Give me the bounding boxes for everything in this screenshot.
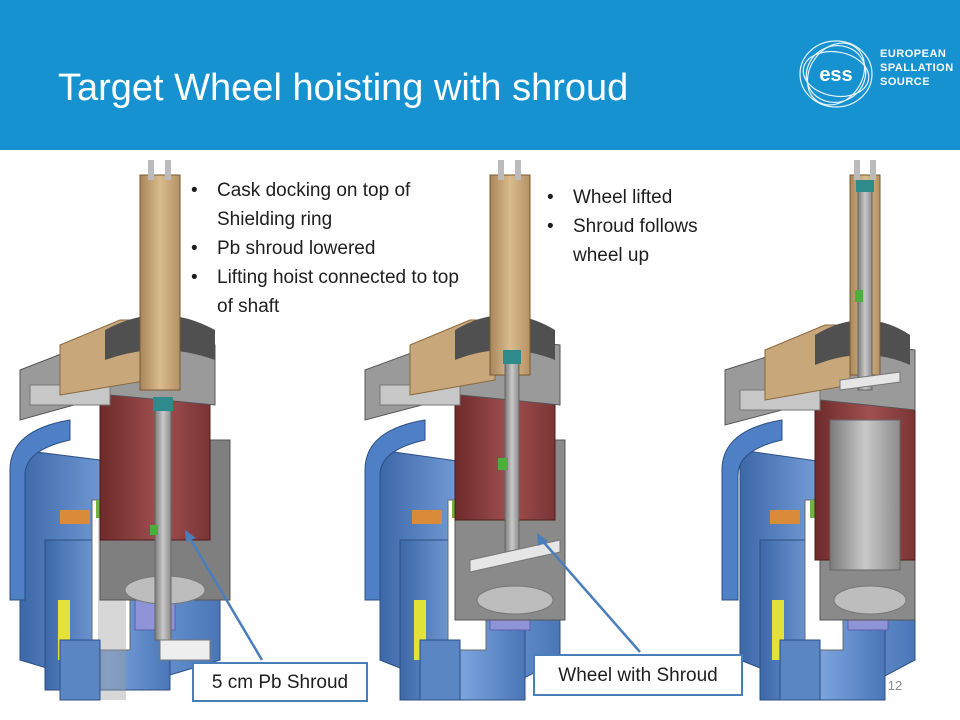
callout-arrowhead-1 [185, 530, 196, 542]
page-number: 12 [887, 678, 903, 693]
bullet-item: Cask docking on top of Shielding ring [190, 176, 460, 234]
logo-line: SPALLATION [880, 62, 954, 74]
ess-logo-mark-icon: ess [799, 40, 873, 108]
header-bar: Target Wheel hoisting with shroud ess EU… [0, 0, 960, 150]
callout-wheel-with-shroud: Wheel with Shroud [533, 654, 743, 696]
ess-logo-text: EUROPEAN SPALLATION SOURCE [880, 47, 954, 89]
panel-2-bullet-list: Wheel lifted Shroud follows wheel up [546, 183, 746, 270]
panel-2-assembly-illustration [364, 160, 566, 701]
logo-line: SOURCE [880, 76, 931, 88]
callout-arrow-2 [539, 537, 641, 653]
slide-title: Target Wheel hoisting with shroud [58, 67, 629, 109]
bullet-item: Shroud follows wheel up [546, 212, 746, 270]
logo-line: EUROPEAN [880, 48, 947, 60]
panel-1-bullet-list: Cask docking on top of Shielding ring Pb… [190, 176, 460, 321]
bullet-item: Wheel lifted [546, 183, 746, 212]
ess-logo: ess EUROPEAN SPALLATION SOURCE [796, 34, 953, 114]
bullet-item: Lifting hoist connected to top of shaft [190, 263, 460, 321]
bullet-item: Pb shroud lowered [190, 234, 460, 263]
panel-3-assembly-illustration [721, 160, 916, 701]
callout-arrow-1 [186, 534, 264, 661]
panel-1-assembly-illustration [9, 160, 231, 701]
callout-arrowhead-2 [537, 533, 548, 546]
callout-pb-shroud: 5 cm Pb Shroud [192, 662, 368, 702]
ess-logo-mark-text: ess [819, 64, 852, 86]
